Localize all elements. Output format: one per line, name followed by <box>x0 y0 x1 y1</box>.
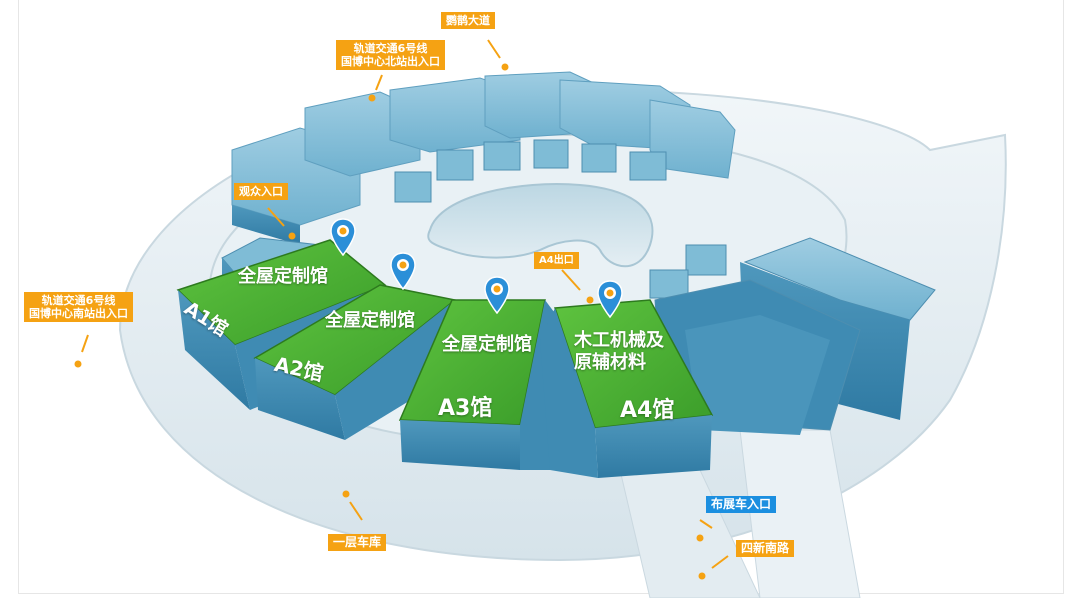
right-building <box>654 237 936 435</box>
location-pin-icon <box>330 218 356 256</box>
hall-a4-category-line1: 木工机械及 <box>574 330 664 351</box>
tag-sixin-south-road: 四新南路 <box>736 540 795 557</box>
map-frame <box>18 0 1064 594</box>
tag-yingque-road: 鹦鹊大道 <box>441 12 495 29</box>
back-buildings <box>231 71 736 299</box>
location-pin-icon <box>390 252 416 290</box>
tag-metro-north-line2: 国博中心北站出入口 <box>341 55 440 68</box>
location-pin-icon <box>484 276 510 314</box>
tag-metro-south-line2: 国博中心南站出入口 <box>29 307 128 320</box>
tag-garage: 一层车库 <box>328 534 387 551</box>
hall-a3-name: A3馆 <box>438 396 493 421</box>
tag-truck-entrance: 布展车入口 <box>706 496 777 513</box>
hall-a2[interactable] <box>253 284 460 440</box>
hall-a2-category: 全屋定制馆 <box>325 310 415 331</box>
hall-a1-category: 全屋定制馆 <box>238 266 328 287</box>
tag-metro-north-line1: 轨道交通6号线 <box>353 42 428 55</box>
tag-metro-south-line1: 轨道交通6号线 <box>41 294 116 307</box>
tag-visitor-entrance: 观众入口 <box>234 183 288 200</box>
location-pin-icon <box>597 280 623 318</box>
hall-a4-category: 木工机械及 原辅材料 <box>574 330 664 374</box>
hall-a3-category: 全屋定制馆 <box>442 334 532 355</box>
tag-metro-south: 轨道交通6号线 国博中心南站出入口 <box>24 292 133 322</box>
hall-a4-name: A4馆 <box>620 398 675 423</box>
hall-a4-category-line2: 原辅材料 <box>574 352 646 373</box>
tag-a4-exit: A4出口 <box>534 252 579 269</box>
tag-metro-north: 轨道交通6号线 国博中心北站出入口 <box>336 40 445 70</box>
arrow-icon <box>74 39 729 580</box>
hall-a4[interactable] <box>540 299 714 478</box>
central-lake <box>427 183 654 268</box>
